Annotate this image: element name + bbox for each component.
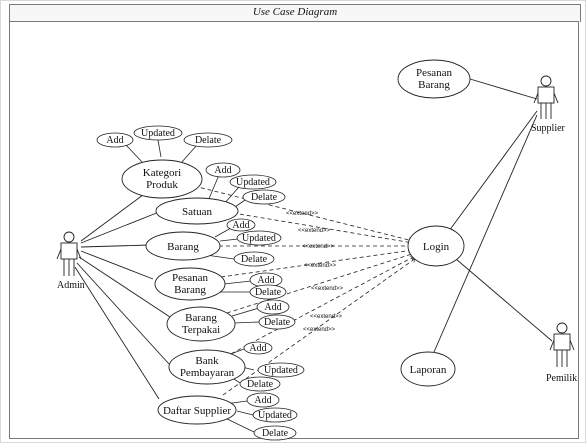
usecase-daftar-supplier-label: Daftar Supplier (163, 405, 231, 417)
sub-case-add: Add (254, 395, 271, 406)
usecase-bank-pembayaran (168, 349, 246, 385)
sub-case-delate: Delate (264, 317, 291, 328)
usecase-kategori-produk (121, 159, 203, 199)
sub-case-add: Add (257, 275, 274, 286)
usecase-login (407, 225, 465, 267)
sub-case-add: Add (106, 135, 123, 146)
sub-case-delate: Delate (255, 287, 282, 298)
usecase-bank-pembayaran-line1: Bank (195, 355, 219, 367)
usecase-laporan (400, 351, 456, 387)
actor-pemilik (549, 322, 575, 367)
actor-associations (433, 78, 553, 353)
sub-case-ellipses (96, 125, 305, 441)
usecase-barang-terpakai-line1: Barang (185, 312, 217, 324)
usecase-pesanan-barang-supplier-line1: Pesanan (416, 67, 453, 79)
usecase-login-label: Login (423, 241, 450, 253)
sub-case-delate: Delate (251, 192, 278, 203)
sub-case-add: Add (214, 165, 231, 176)
usecase-barang-terpakai (166, 306, 236, 342)
sub-case-add: Add (264, 302, 281, 313)
extend-label: <<extend>> (286, 211, 319, 217)
usecase-satuan-label: Satuan (182, 206, 212, 218)
extend-label: <<extend>> (310, 314, 343, 320)
actor-admin-label: Admin (57, 280, 85, 291)
usecase-pesanan-barang-admin-line1: Pesanan (172, 272, 209, 284)
sub-case-updated: Updated (242, 233, 276, 244)
actor-supplier-label: Supplier (531, 123, 566, 134)
usecase-kategori-produk-line2: Produk (146, 179, 178, 191)
sub-case-updated: Updated (258, 410, 292, 421)
diagram-border (9, 21, 579, 439)
sub-case-add: Add (249, 343, 266, 354)
extend-arrows (193, 185, 416, 396)
sub-case-delate: Delate (262, 428, 289, 439)
usecase-pesanan-barang-admin-line2: Barang (174, 284, 206, 296)
extend-labels: <<extend>> <<extend>> <<extend>> <<exten… (286, 211, 344, 333)
extend-label: <<extend>> (303, 327, 336, 333)
usecase-barang (145, 231, 221, 261)
actor-admin (56, 231, 82, 276)
usecase-satuan (155, 197, 239, 225)
title-strip: Use Case Diagram (9, 4, 581, 22)
usecase-barang-terpakai-line2: Terpakai (182, 324, 220, 336)
actor-pemilik-label: Pemilik (546, 373, 577, 384)
sub-case-add: Add (232, 220, 249, 231)
usecase-kategori-produk-line1: Kategori (143, 167, 181, 179)
sub-case-updated: Updated (236, 177, 270, 188)
extend-label: <<extend>> (311, 286, 344, 292)
extend-label: <<extend>> (304, 263, 337, 269)
actor-supplier (533, 75, 559, 119)
usecase-laporan-label: Laporan (410, 364, 447, 376)
diagram-title: Use Case Diagram (252, 6, 338, 18)
usecase-barang-label: Barang (167, 241, 199, 253)
usecase-pesanan-barang-supplier-line2: Barang (418, 79, 450, 91)
extend-label: <<extend>> (298, 228, 331, 234)
admin-associations (74, 188, 174, 400)
sub-case-delate: Delate (241, 254, 268, 265)
usecase-pesanan-barang-supplier (397, 59, 471, 99)
usecase-bank-pembayaran-line2: Pembayaran (180, 367, 235, 379)
sub-case-updated: Updated (264, 365, 298, 376)
sub-case-delate: Delate (195, 135, 222, 146)
usecase-pesanan-barang-admin (154, 267, 226, 301)
sub-case-delate: Delate (247, 379, 274, 390)
extend-label: <<extend>> (302, 244, 335, 250)
sub-case-updated: Updated (141, 128, 175, 139)
usecase-daftar-supplier (157, 395, 237, 425)
